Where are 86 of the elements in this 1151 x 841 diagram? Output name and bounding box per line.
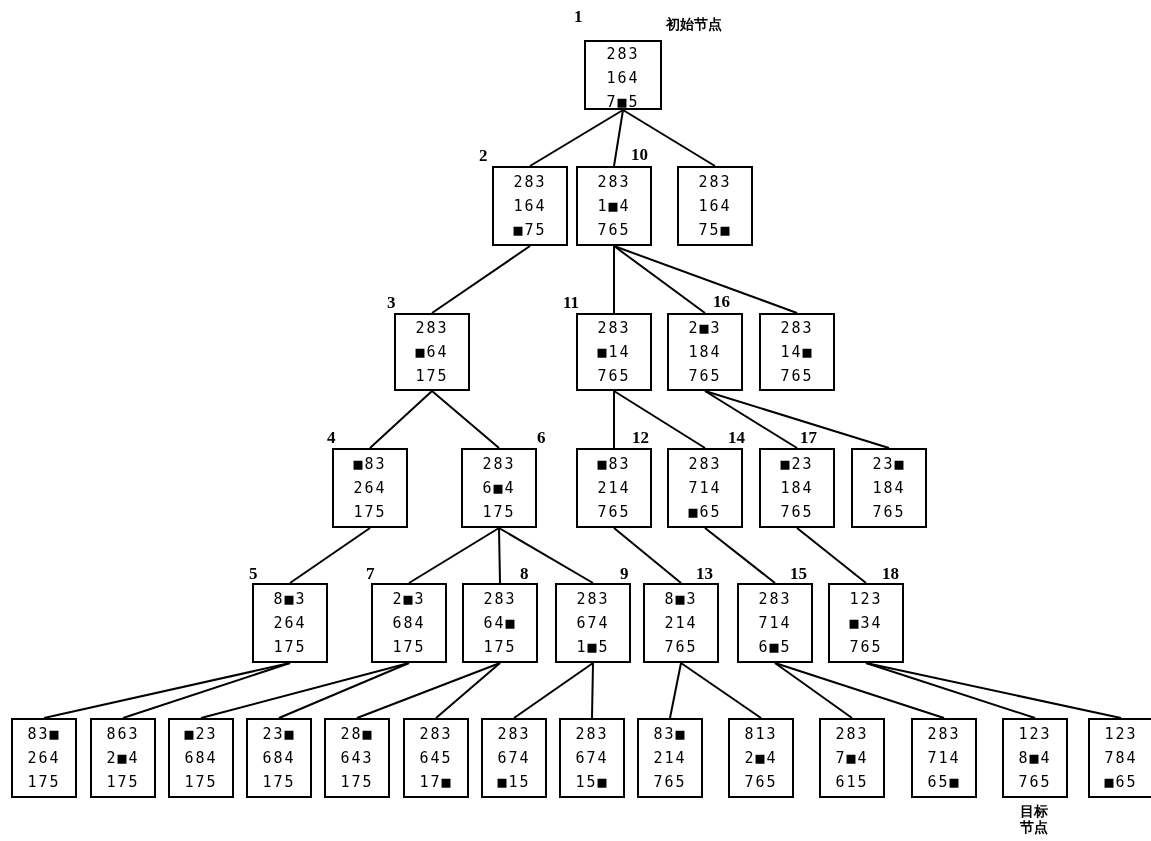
state-box: ■83 214 765 — [576, 448, 652, 528]
state-box: 283 7■4 615 — [819, 718, 885, 798]
state-box: 283 1■4 765 — [576, 166, 652, 246]
state-box: 283 14■ 765 — [759, 313, 835, 391]
connector-line — [669, 662, 682, 719]
connector-line — [865, 662, 1036, 719]
state-box: 83■ 264 175 — [11, 718, 77, 798]
state-box: 283 714 ■65 — [667, 448, 743, 528]
connector-line — [435, 662, 501, 719]
connector-line — [513, 662, 594, 719]
connector-line — [289, 527, 371, 584]
connector-line — [529, 109, 624, 167]
connector-line — [796, 527, 867, 584]
connector-line — [613, 245, 615, 314]
state-box: 283 ■64 175 — [394, 313, 470, 391]
connector-line — [774, 662, 853, 719]
node-number: 9 — [620, 565, 629, 582]
connector-line — [431, 390, 500, 449]
node-number: 15 — [790, 565, 807, 582]
state-box: 283 714 6■5 — [737, 583, 813, 663]
connector-line — [369, 390, 433, 449]
node-number: 16 — [713, 293, 730, 310]
state-box: 283 674 15■ — [559, 718, 625, 798]
connector-line — [278, 662, 410, 719]
state-box: ■83 264 175 — [332, 448, 408, 528]
state-box: 23■ 184 765 — [851, 448, 927, 528]
connector-line — [122, 662, 291, 719]
node-number: 3 — [387, 294, 396, 311]
connector-line — [622, 109, 716, 167]
state-box: ■23 684 175 — [168, 718, 234, 798]
state-box: 83■ 214 765 — [637, 718, 703, 798]
connector-line — [680, 662, 762, 719]
node-number: 18 — [882, 565, 899, 582]
state-box: 28■ 643 175 — [324, 718, 390, 798]
state-box: 123 ■34 765 — [828, 583, 904, 663]
state-box: 123 784 ■65 — [1088, 718, 1151, 798]
connector-line — [431, 245, 531, 314]
connector-line — [591, 662, 594, 719]
node-number: 1 — [574, 8, 583, 25]
state-box: 123 8■4 765 — [1002, 718, 1068, 798]
node-number: 8 — [520, 565, 529, 582]
connector-line — [704, 527, 776, 584]
connector-line — [865, 662, 1122, 719]
connector-line — [498, 527, 594, 584]
state-box: 283 674 1■5 — [555, 583, 631, 663]
node-number: 5 — [249, 565, 258, 582]
node-caption: 初始节点 — [666, 16, 722, 32]
node-number: 6 — [537, 429, 546, 446]
connector-line — [498, 527, 501, 584]
state-box: 283 164 ■75 — [492, 166, 568, 246]
node-number: 11 — [563, 294, 580, 311]
state-box: 283 ■14 765 — [576, 313, 652, 391]
node-caption: 目标节点 — [1020, 803, 1049, 835]
node-number: 4 — [327, 429, 336, 446]
connector-line — [774, 662, 945, 719]
state-box: 283 164 7■5 — [584, 40, 662, 110]
state-box: 2■3 184 765 — [667, 313, 743, 391]
connector-line — [704, 390, 890, 449]
state-box: 283 64■ 175 — [462, 583, 538, 663]
node-number: 17 — [800, 429, 817, 446]
state-box: 283 164 75■ — [677, 166, 753, 246]
state-box: 863 2■4 175 — [90, 718, 156, 798]
node-number: 12 — [632, 429, 649, 446]
connector-line — [613, 109, 624, 167]
state-box: ■23 184 765 — [759, 448, 835, 528]
node-number: 14 — [728, 429, 745, 446]
state-box: 23■ 684 175 — [246, 718, 312, 798]
connector-line — [408, 527, 500, 584]
state-box: 8■3 264 175 — [252, 583, 328, 663]
node-number: 2 — [479, 147, 488, 164]
state-box: 283 645 17■ — [403, 718, 469, 798]
node-number: 7 — [366, 565, 375, 582]
state-box: 283 6■4 175 — [461, 448, 537, 528]
connector-line — [356, 662, 501, 719]
node-number: 13 — [696, 565, 713, 582]
connector-line — [613, 245, 706, 314]
node-number: 10 — [631, 146, 648, 163]
connector-line — [613, 390, 615, 449]
state-box: 8■3 214 765 — [643, 583, 719, 663]
connector-line — [704, 390, 798, 449]
state-box: 2■3 684 175 — [371, 583, 447, 663]
state-box: 283 674 ■15 — [481, 718, 547, 798]
connector-line — [613, 390, 706, 449]
connector-line — [613, 527, 682, 584]
state-box: 813 2■4 765 — [728, 718, 794, 798]
state-box: 283 714 65■ — [911, 718, 977, 798]
